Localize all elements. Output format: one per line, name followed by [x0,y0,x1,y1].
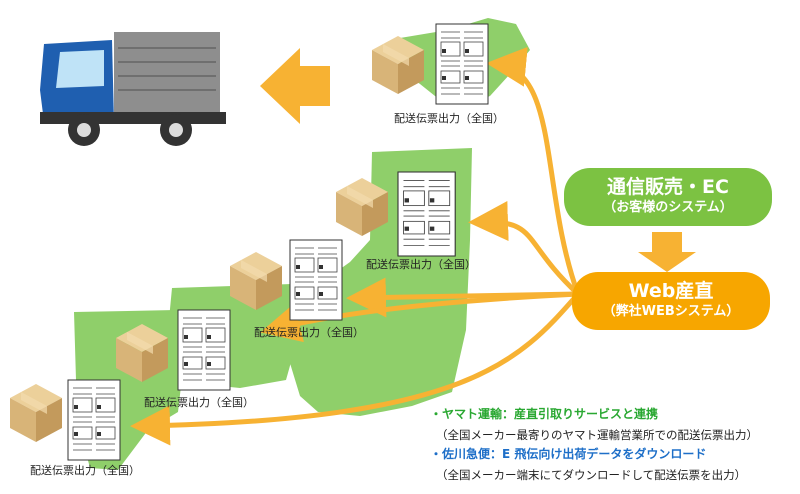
big-arrow-left-icon [260,48,330,124]
yamato-note-title: ・ヤマト運輸：産直引取りサービスと連携 [430,407,659,421]
slip-label: 配送伝票出力（全国） [254,326,364,339]
yamato-note-detail: （全国メーカー最寄りのヤマト運輸営業所での配送伝票出力） [436,428,758,442]
sagawa-note-detail: （全国メーカー端末にてダウンロードして配送伝票を出力） [436,468,747,482]
sagawa-note: ・佐川急便：E 飛伝向け出荷データをダウンロード （全国メーカー端末にてダウンロ… [430,445,746,483]
slip-label: 配送伝票出力（全国） [144,396,254,409]
web-sanchoku-node: Web産直 （弊社WEBシステム） [572,272,770,330]
ec-system-subtitle: （お客様のシステム） [603,200,733,215]
web-sanchoku-title: Web産直 [628,280,714,302]
web-sanchoku-subtitle: （弊社WEBシステム） [602,304,740,319]
down-arrow-icon [638,232,696,272]
sagawa-note-title: ・佐川急便：E 飛伝向け出荷データをダウンロード [430,447,707,461]
ec-system-node: 通信販売・EC （お客様のシステム） [564,168,772,226]
slip-label: 配送伝票出力（全国） [394,112,504,125]
connector-lines [130,46,581,446]
truck-icon [40,32,226,146]
slip-label: 配送伝票出力（全国） [366,258,476,271]
yamato-note: ・ヤマト運輸：産直引取りサービスと連携 （全国メーカー最寄りのヤマト運輸営業所で… [430,405,758,443]
slip-label: 配送伝票出力（全国） [30,464,140,477]
ec-system-title: 通信販売・EC [607,176,729,198]
